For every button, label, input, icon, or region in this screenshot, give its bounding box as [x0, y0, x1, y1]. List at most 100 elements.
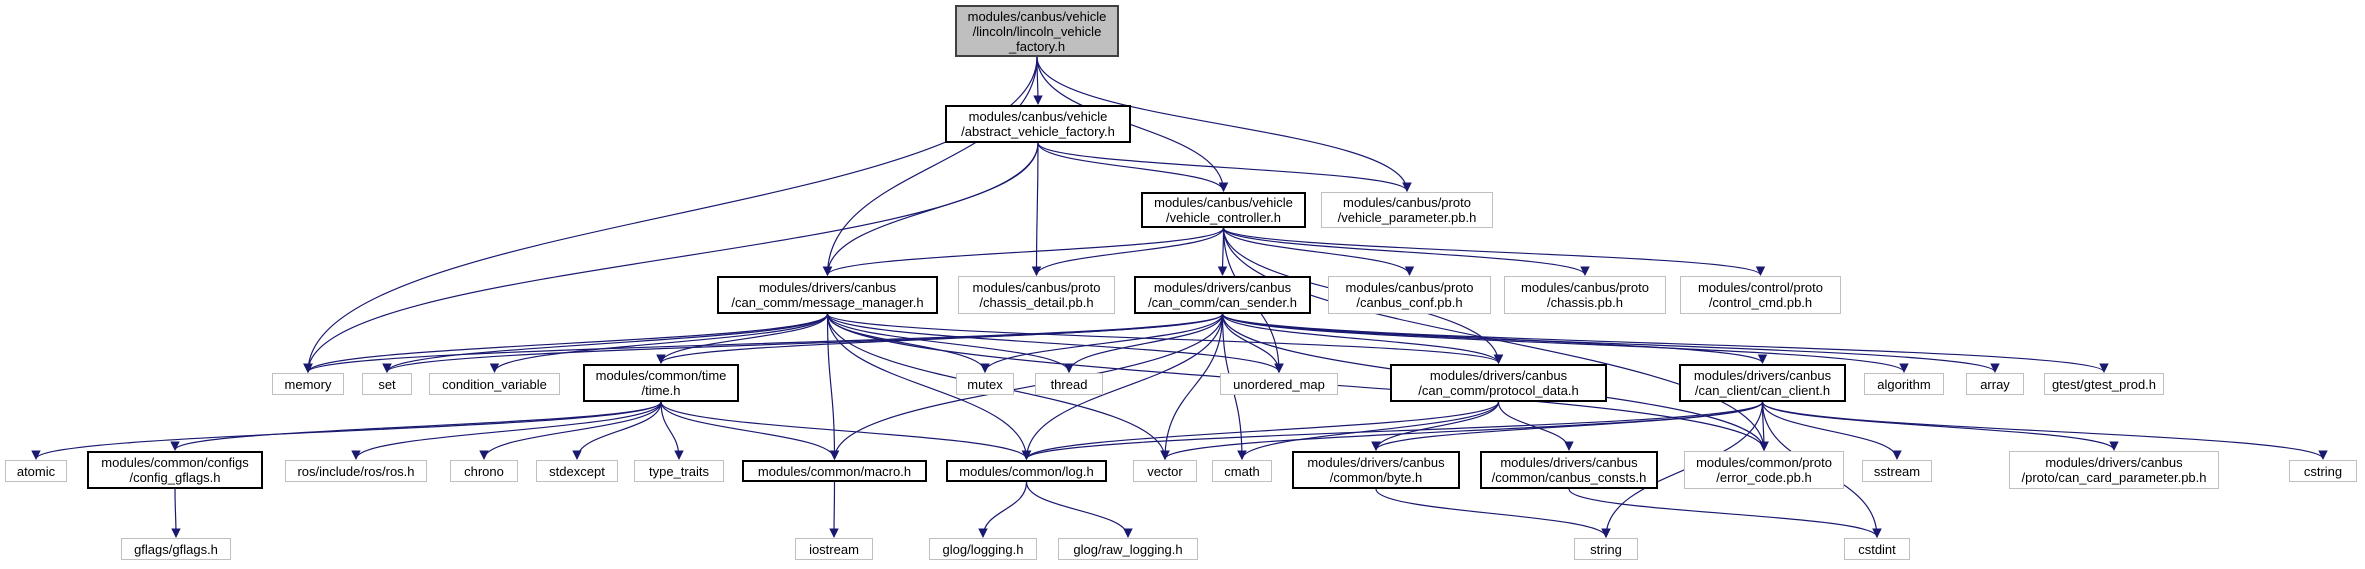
edge-time-to-ros — [351, 401, 662, 460]
edge-time-to-macro — [660, 401, 840, 460]
node-memory[interactable]: memory — [272, 373, 344, 395]
node-set[interactable]: set — [362, 373, 412, 395]
node-iostream[interactable]: iostream — [795, 538, 873, 560]
node-control-cmd-pb[interactable]: modules/control/proto /control_cmd.pb.h — [1680, 276, 1841, 314]
node-canbus-consts[interactable]: modules/drivers/canbus /common/canbus_co… — [1480, 451, 1658, 489]
node-chrono[interactable]: chrono — [450, 460, 518, 482]
edge-time-to-log — [660, 401, 1032, 460]
node-can-sender[interactable]: modules/drivers/canbus /can_comm/can_sen… — [1134, 276, 1311, 314]
edge-time-to-cfg — [170, 401, 662, 451]
node-macro[interactable]: modules/common/macro.h — [742, 460, 927, 482]
node-can-client[interactable]: modules/drivers/canbus /can_client/can_c… — [1679, 364, 1846, 402]
edge-ccl-to-log — [1021, 401, 1764, 460]
edge-ccl-to-vector — [1160, 401, 1764, 460]
edge-root-to-memory — [303, 56, 1038, 373]
node-cmath[interactable]: cmath — [1212, 460, 1272, 482]
edge-root-to-mm — [822, 56, 1038, 276]
edge-mm-to-log — [826, 313, 1032, 460]
edge-cs-to-gtest — [1221, 313, 2109, 373]
edge-cs-to-vector — [1160, 313, 1224, 460]
edge-vc-to-ctl — [1222, 227, 1766, 276]
edge-mm-to-umap — [826, 313, 1284, 373]
edge-cs-to-time — [656, 313, 1224, 364]
edge-ccl-to-ccp — [1761, 401, 2119, 451]
edge-cs-to-array — [1221, 313, 2000, 373]
edge-avf-to-cd — [1031, 142, 1042, 276]
edge-vc-to-ch — [1222, 227, 1590, 276]
node-message-manager[interactable]: modules/drivers/canbus /can_comm/message… — [717, 276, 938, 314]
node-protocol-data[interactable]: modules/drivers/canbus /can_comm/protoco… — [1390, 364, 1607, 402]
edge-byte-to-string — [1375, 488, 1611, 538]
node-chassis-detail-pb[interactable]: modules/canbus/proto /chassis_detail.pb.… — [958, 276, 1115, 314]
edge-cs-to-memory — [303, 313, 1224, 373]
node-time[interactable]: modules/common/time /time.h — [583, 364, 739, 402]
node-config-gflags[interactable]: modules/common/configs /config_gflags.h — [87, 451, 263, 489]
edge-avf-to-vc — [1037, 142, 1229, 192]
edge-consts-to-cstdint — [1568, 488, 1882, 538]
edge-mm-to-condvar — [489, 313, 829, 373]
node-vector[interactable]: vector — [1133, 460, 1197, 482]
node-byte[interactable]: modules/drivers/canbus /common/byte.h — [1292, 451, 1460, 489]
edge-macro-to-iostream — [829, 481, 839, 538]
edge-mm-to-set — [382, 313, 829, 373]
edge-cs-to-log — [1021, 313, 1224, 460]
node-stdexcept[interactable]: stdexcept — [536, 460, 618, 482]
edge-cs-to-mutex — [980, 313, 1224, 373]
edge-root-to-vp — [1036, 56, 1412, 192]
edge-pd-to-consts — [1497, 401, 1574, 451]
node-array[interactable]: array — [1966, 373, 2024, 395]
node-chassis-pb[interactable]: modules/canbus/proto /chassis.pb.h — [1504, 276, 1666, 314]
node-can-card-parameter-pb[interactable]: modules/drivers/canbus /proto/can_card_p… — [2009, 451, 2219, 489]
node-vehicle-controller[interactable]: modules/canbus/vehicle /vehicle_controll… — [1141, 192, 1306, 228]
edge-cs-to-algorithm — [1221, 313, 1909, 373]
edge-pd-to-byte — [1371, 401, 1500, 451]
node-cstdint[interactable]: cstdint — [1844, 538, 1910, 560]
node-cstring[interactable]: cstring — [2289, 460, 2357, 482]
edge-cs-to-macro — [829, 313, 1224, 460]
edge-ccl-to-byte — [1371, 401, 1764, 451]
node-atomic[interactable]: atomic — [5, 460, 67, 482]
edge-time-to-typetraits — [660, 401, 684, 460]
node-mutex[interactable]: mutex — [956, 373, 1014, 395]
edge-cfg-to-gflags — [171, 488, 181, 538]
edge-pd-to-log — [1021, 401, 1500, 460]
edge-avf-to-memory — [303, 142, 1039, 373]
edge-ccl-to-cstring — [1761, 401, 2328, 460]
node-type-traits[interactable]: type_traits — [634, 460, 724, 482]
node-string[interactable]: string — [1574, 538, 1638, 560]
edge-cs-to-umap — [1221, 313, 1284, 373]
node-algorithm[interactable]: algorithm — [1864, 373, 1944, 395]
node-abstract-vehicle-factory[interactable]: modules/canbus/vehicle /abstract_vehicle… — [945, 105, 1131, 143]
edge-mm-to-macro — [826, 313, 840, 460]
node-ros[interactable]: ros/include/ros/ros.h — [285, 460, 427, 482]
edge-pd-to-cmath — [1237, 401, 1500, 460]
node-gtest-prod[interactable]: gtest/gtest_prod.h — [2044, 373, 2164, 395]
node-condition-variable[interactable]: condition_variable — [429, 373, 560, 395]
edge-mm-to-time — [656, 313, 829, 364]
edge-avf-to-vp — [1037, 142, 1412, 192]
edge-time-to-stdexcept — [572, 401, 662, 460]
node-sstream[interactable]: sstream — [1862, 460, 1932, 482]
edge-log-to-glog — [978, 481, 1028, 538]
edge-ccl-to-sstream — [1761, 401, 1902, 460]
node-canbus-conf-pb[interactable]: modules/canbus/proto /canbus_conf.pb.h — [1328, 276, 1491, 314]
node-thread[interactable]: thread — [1035, 373, 1103, 395]
edge-cs-to-set — [382, 313, 1224, 373]
edge-vc-to-cc — [1222, 227, 1415, 276]
node-vehicle-parameter-pb[interactable]: modules/canbus/proto /vehicle_parameter.… — [1321, 192, 1493, 228]
edge-cs-to-pd — [1221, 313, 1504, 364]
node-glog-raw-logging[interactable]: glog/raw_logging.h — [1058, 538, 1198, 560]
edge-mm-to-thread — [826, 313, 1074, 373]
node-unordered-map[interactable]: unordered_map — [1220, 373, 1338, 395]
edge-cs-to-thread — [1064, 313, 1224, 373]
edge-mm-to-pd — [826, 313, 1504, 364]
edge-vc-to-mm — [822, 227, 1225, 276]
node-log[interactable]: modules/common/log.h — [946, 460, 1107, 482]
edge-log-to-rawlog — [1025, 481, 1133, 538]
node-gflags[interactable]: gflags/gflags.h — [121, 538, 231, 560]
node-glog-logging[interactable]: glog/logging.h — [929, 538, 1037, 560]
edge-time-to-chrono — [479, 401, 662, 460]
edge-vc-to-cd — [1031, 227, 1225, 276]
node-lincoln-vehicle-factory[interactable]: modules/canbus/vehicle /lincoln/lincoln_… — [955, 5, 1119, 57]
node-error-code-pb[interactable]: modules/common/proto /error_code.pb.h — [1684, 451, 1844, 489]
